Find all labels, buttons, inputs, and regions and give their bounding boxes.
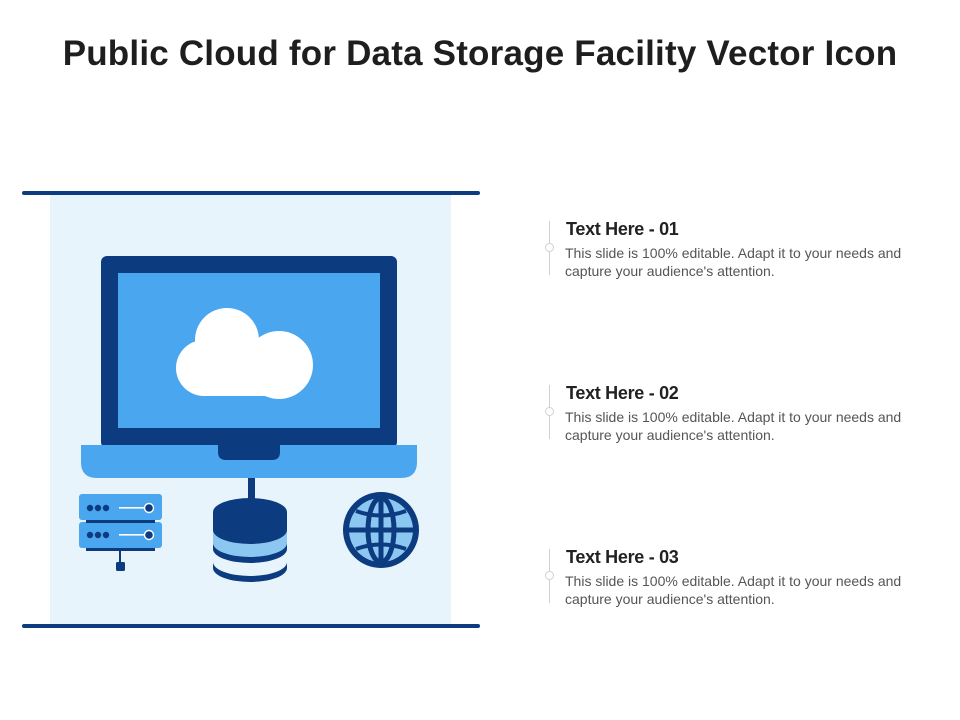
connector-line xyxy=(248,478,255,500)
item-bullet xyxy=(545,571,554,580)
item-heading: Text Here - 03 xyxy=(566,547,679,567)
item-bullet xyxy=(545,407,554,416)
bottom-divider xyxy=(22,624,480,628)
item-body: This slide is 100% editable. Adapt it to… xyxy=(565,409,902,443)
globe-icon xyxy=(343,492,419,568)
item-bullet xyxy=(545,243,554,252)
item-heading: Text Here - 01 xyxy=(566,219,679,239)
item-body: This slide is 100% editable. Adapt it to… xyxy=(565,245,902,279)
cloud-icon xyxy=(176,308,313,399)
server-rack-icon xyxy=(79,494,162,571)
top-divider xyxy=(22,191,480,195)
item-heading: Text Here - 02 xyxy=(566,383,679,403)
item-body: This slide is 100% editable. Adapt it to… xyxy=(565,573,902,607)
slide-title: Public Cloud for Data Storage Facility V… xyxy=(62,34,898,73)
database-icon xyxy=(213,498,287,582)
